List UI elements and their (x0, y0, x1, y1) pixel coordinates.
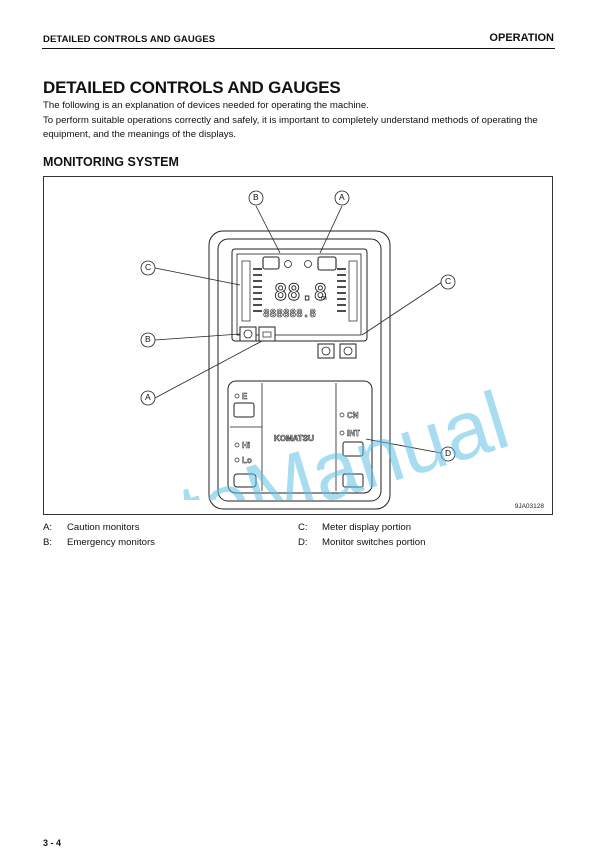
lamp-icon (304, 260, 312, 268)
switch-label-hi: Hi (242, 441, 250, 450)
legend-key: C: (298, 522, 308, 533)
monitor-panel-illustration: 88.8 m 888888.8 E Hi Lo KOMATSU CN INT (140, 190, 456, 510)
section-title: MONITORING SYSTEM (43, 155, 179, 169)
legend-label: Emergency monitors (67, 537, 155, 548)
legend-item-d: D: Monitor switches portion (298, 537, 425, 548)
digital-readout: 88.8 (274, 281, 327, 306)
switch-label-int: INT (347, 429, 360, 438)
legend-item-a: A: Caution monitors (43, 522, 140, 533)
top-left-warning-icon (262, 256, 280, 270)
legend-label: Monitor switches portion (322, 537, 426, 548)
callout-a-left: A (145, 392, 151, 402)
monitor-switches-portion (227, 380, 373, 494)
leader-lines (154, 205, 443, 454)
lamp-icon (284, 260, 292, 268)
wiper-switch-icon (342, 441, 364, 457)
battery-caution-icon (258, 326, 276, 342)
intro-text: The following is an explanation of devic… (43, 99, 558, 143)
washer-switch-icon (342, 473, 364, 488)
legend-key: B: (43, 537, 53, 548)
legend-item-c: C: Meter display portion (298, 522, 411, 533)
legend-label: Caution monitors (67, 522, 140, 533)
legend-key: A: (43, 522, 53, 533)
meter-display-portion (231, 248, 368, 342)
callout-b-top: B (253, 192, 259, 202)
running-header-left: DETAILED CONTROLS AND GAUGES (43, 34, 216, 45)
legend-label: Meter display portion (322, 522, 412, 533)
callout-circles (140, 190, 456, 462)
page-number: 3 - 4 (43, 838, 62, 848)
switch-label-e: E (242, 392, 248, 401)
running-header-right: OPERATION (489, 32, 554, 44)
left-bar-gauge (241, 260, 262, 322)
right-monitor-icon-1 (317, 343, 335, 359)
switch-label-cn: CN (347, 411, 359, 420)
intro-line-2: To perform suitable operations correctly… (43, 114, 538, 141)
callout-c-right: C (445, 276, 452, 286)
mode-switch-icon (233, 402, 255, 418)
svg-text:m: m (321, 295, 327, 302)
figure-code: 9JA03128 (514, 503, 544, 510)
page-title: DETAILED CONTROLS AND GAUGES (43, 78, 341, 97)
top-right-warning-icon (317, 256, 337, 271)
legend-key: D: (298, 537, 308, 548)
legend-item-b: B: Emergency monitors (43, 537, 155, 548)
callout-d-right: D (445, 448, 452, 458)
panel-outer-frame (208, 230, 391, 510)
intro-line-1: The following is an explanation of devic… (43, 100, 369, 111)
odometer-readout: 888888.8 (263, 307, 316, 320)
right-bar-gauge (337, 260, 358, 322)
callout-c-left: C (145, 262, 152, 272)
monitoring-system-figure: 88.8 m 888888.8 E Hi Lo KOMATSU CN INT (43, 176, 553, 515)
right-monitor-icon-2 (339, 343, 357, 359)
callout-a-top: A (339, 192, 345, 202)
panel-inner-frame (217, 238, 382, 502)
header-rule (42, 48, 555, 49)
brand-logo: KOMATSU (274, 434, 314, 443)
callout-b-left: B (145, 334, 151, 344)
travel-speed-switch-icon (233, 473, 257, 488)
switch-label-lo: Lo (242, 456, 252, 465)
emergency-monitor-icon (239, 326, 257, 342)
